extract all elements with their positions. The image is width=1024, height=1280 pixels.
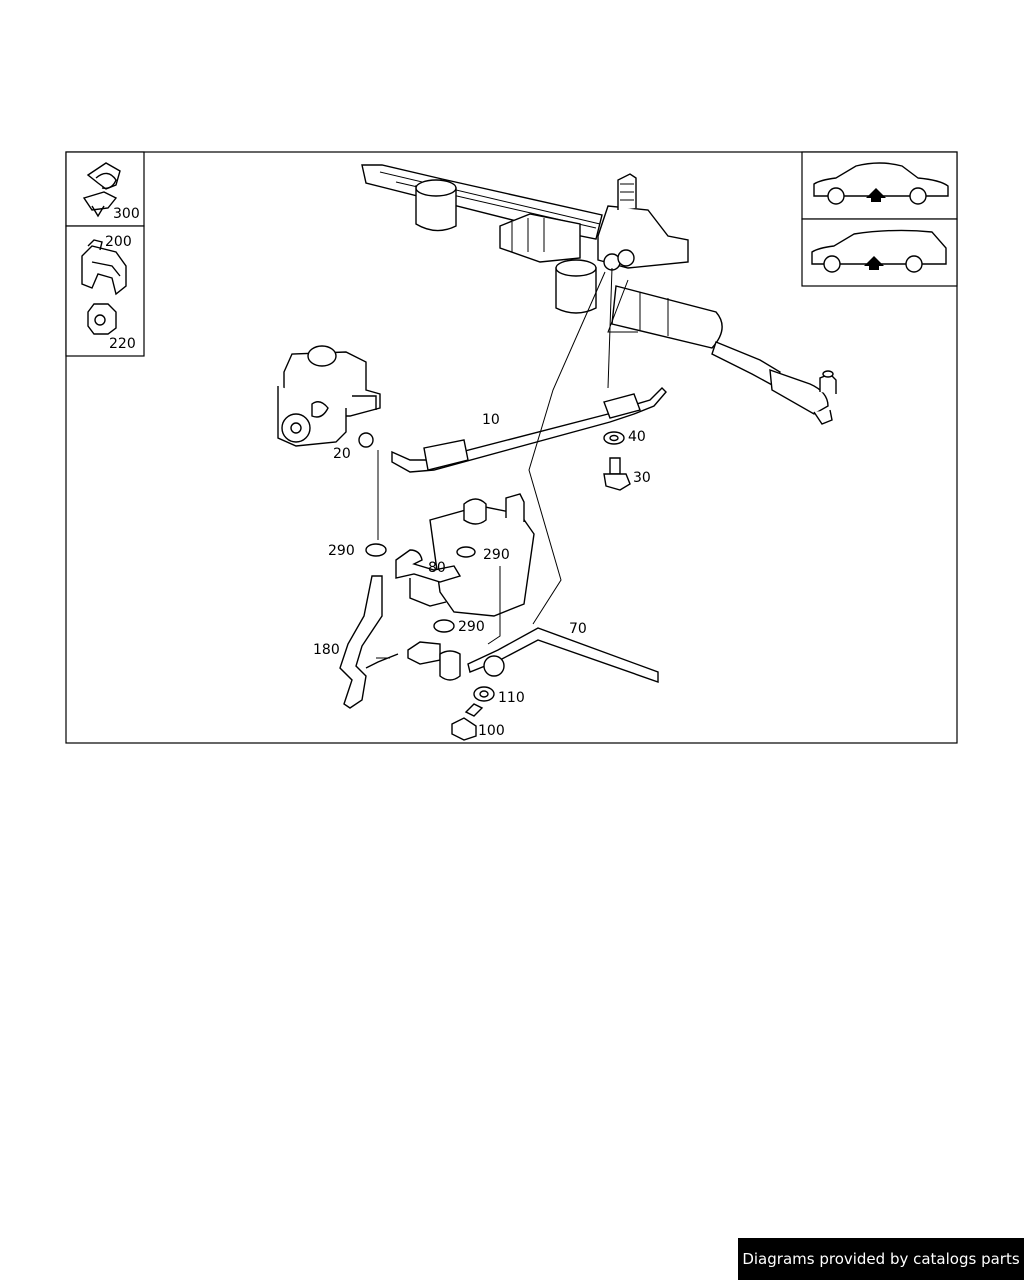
callout-20: 20: [333, 446, 351, 462]
footer-banner: Diagrams provided by catalogs parts: [738, 1238, 1024, 1280]
inset-wagon-box: [801, 218, 958, 287]
callout-40: 40: [628, 429, 646, 445]
hose-180: [339, 575, 399, 709]
rack-tube-right: [611, 285, 781, 387]
rack-mount-left: [415, 179, 457, 232]
callout-70: 70: [569, 621, 587, 637]
callout-220: 220: [109, 336, 136, 352]
callout-200: 200: [105, 234, 132, 250]
hose-80: [395, 549, 462, 607]
clip-300-icon: [82, 162, 121, 218]
rack-mount-right: [555, 259, 597, 314]
banjo-parts: [603, 431, 631, 491]
callout-110: 110: [498, 690, 525, 706]
fluid-reservoir: [407, 493, 535, 665]
callout-30: 30: [633, 470, 651, 486]
tie-rod-end: [769, 368, 837, 425]
hose-clamps: [365, 543, 476, 633]
callout-290-lower: 290: [458, 619, 485, 635]
footer-text: Diagrams provided by catalogs parts: [742, 1250, 1020, 1268]
callout-100: 100: [478, 723, 505, 739]
return-line-70: [439, 627, 659, 683]
callout-80: 80: [428, 560, 446, 576]
callout-290-reservoir: 290: [483, 547, 510, 563]
callout-180: 180: [313, 642, 340, 658]
callout-300: 300: [113, 206, 140, 222]
bracket-200-icon: [81, 239, 127, 296]
wagon-icon: [811, 229, 947, 273]
inset-sedan-box: [801, 151, 958, 220]
grommet-220-icon: [87, 303, 117, 335]
leader-lines: [376, 267, 638, 659]
drain-bolt-parts: [451, 686, 495, 741]
steering-rack: [361, 164, 837, 425]
pressure-hose-10: [391, 387, 667, 473]
power-steering-pump: [277, 345, 381, 448]
sedan-icon: [813, 162, 949, 205]
callout-290-left: 290: [328, 543, 355, 559]
callout-10: 10: [482, 412, 500, 428]
inset-bracket-box: 200 220: [65, 225, 145, 357]
rack-boot-left: [499, 213, 581, 263]
steering-valve-housing: [597, 173, 689, 271]
inset-clip-box: 300: [65, 151, 145, 227]
